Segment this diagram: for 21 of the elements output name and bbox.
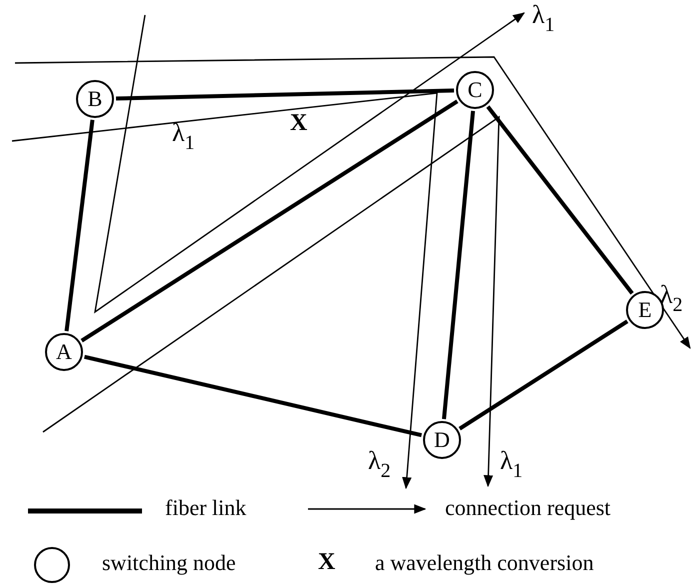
switching-node: D <box>423 421 461 459</box>
wavelength-label: λ$_{1}$ <box>532 2 555 35</box>
conversion-mark: X <box>318 550 336 574</box>
fiber-link <box>84 354 422 438</box>
switching-node: C <box>456 71 494 109</box>
fiber-link <box>80 100 458 342</box>
fiber-link <box>64 120 94 332</box>
fiber-link <box>442 110 476 420</box>
wavelength-label: λ$_{1}$ <box>172 120 195 153</box>
conversion-mark: X <box>290 111 308 135</box>
legend-text: a wavelength conversion <box>375 552 594 574</box>
switching-node: A <box>45 333 83 371</box>
legend-text: fiber link <box>165 497 246 519</box>
fiber-link <box>486 105 634 295</box>
legend-text: connection request <box>445 497 611 519</box>
wavelength-label: λ$_{1}$ <box>500 448 523 481</box>
legend-text: switching node <box>102 552 236 574</box>
switching-node: B <box>76 80 114 118</box>
wavelength-label: λ$_{2}$ <box>368 448 391 481</box>
fiber-link <box>458 320 628 430</box>
fiber-link <box>116 88 454 100</box>
